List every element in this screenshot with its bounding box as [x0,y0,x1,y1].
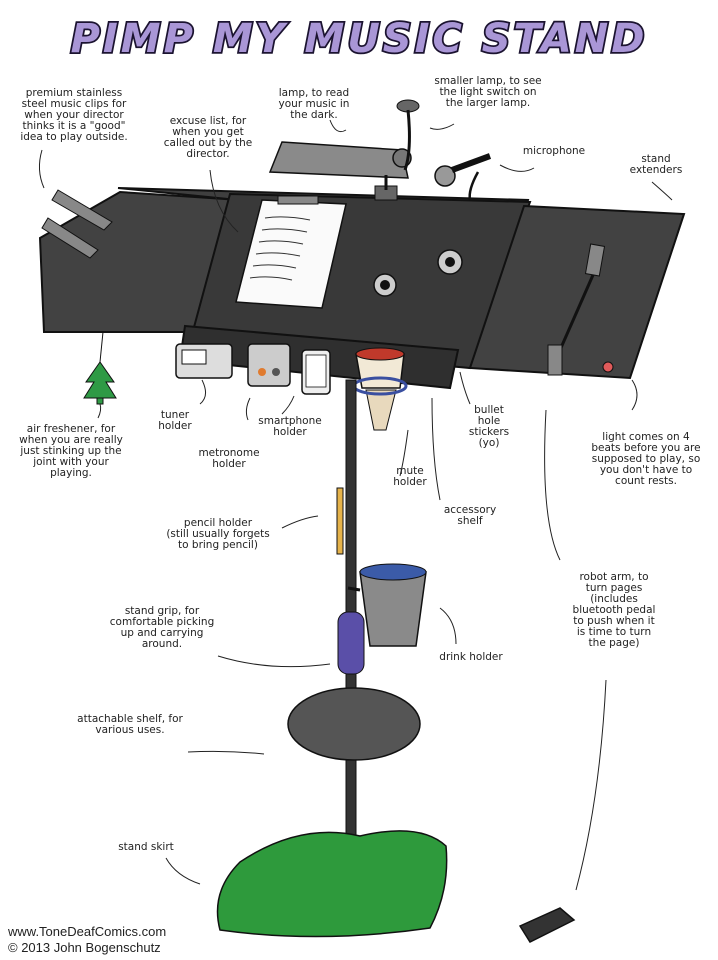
credit-copyright: © 2013 John Bogenschutz [8,940,161,955]
right-extender-panel [468,204,686,380]
bluetooth-pedal [518,907,576,943]
smartphone [301,349,331,395]
label-pencil-holder: pencil holder (still usually forgets to … [166,517,270,551]
credit-website: www.ToneDeafComics.com [8,924,167,939]
pencil [336,487,344,555]
air-freshener [83,331,117,405]
microphone [434,153,492,201]
stand-skirt [216,830,448,938]
label-excuse-list: excuse list, for when you get called out… [163,115,253,160]
label-small-lamp: smaller lamp, to see the light switch on… [434,75,542,109]
small-lamp [396,99,420,171]
label-accessory-shelf: accessory shelf [443,504,497,527]
label-attachable-shelf: attachable shelf, for various uses. [77,713,183,736]
label-smartphone-holder: smartphone holder [258,415,322,438]
label-stand-extenders: stand extenders [629,153,683,176]
label-light: light comes on 4 beats before you are su… [591,431,701,487]
excuse-list [235,195,347,309]
attachable-shelf [287,687,421,761]
label-metronome-holder: metronome holder [198,447,260,470]
bullet-hole-stickers [373,249,463,297]
label-stand-skirt: stand skirt [118,841,174,853]
label-bullet-hole-stickers: bullet hole stickers (yo) [468,404,510,449]
music-clips [41,189,113,259]
leader-lines [38,119,673,891]
robot-arm [547,243,614,376]
label-stand-grip: stand grip, for comfortable picking up a… [109,605,215,650]
metronome [247,343,291,387]
label-robot-arm: robot arm, to turn pages (includes bluet… [572,571,656,649]
drink-holder [347,563,427,647]
lamp [268,141,412,201]
tuner [175,343,233,379]
label-mute-holder: mute holder [393,465,427,488]
label-microphone: microphone [522,145,586,157]
label-drink-holder: drink holder [439,651,503,663]
label-air-freshener: air freshener, for when you are really j… [19,423,123,479]
stand-grip [337,611,365,675]
label-tuner-holder: tuner holder [158,409,192,432]
mute-holder [352,347,408,431]
label-music-clips: premium stainless steel music clips for … [20,87,128,143]
label-lamp: lamp, to read your music in the dark. [278,87,350,121]
comic-title: PIMP MY MUSIC STAND [71,16,648,62]
